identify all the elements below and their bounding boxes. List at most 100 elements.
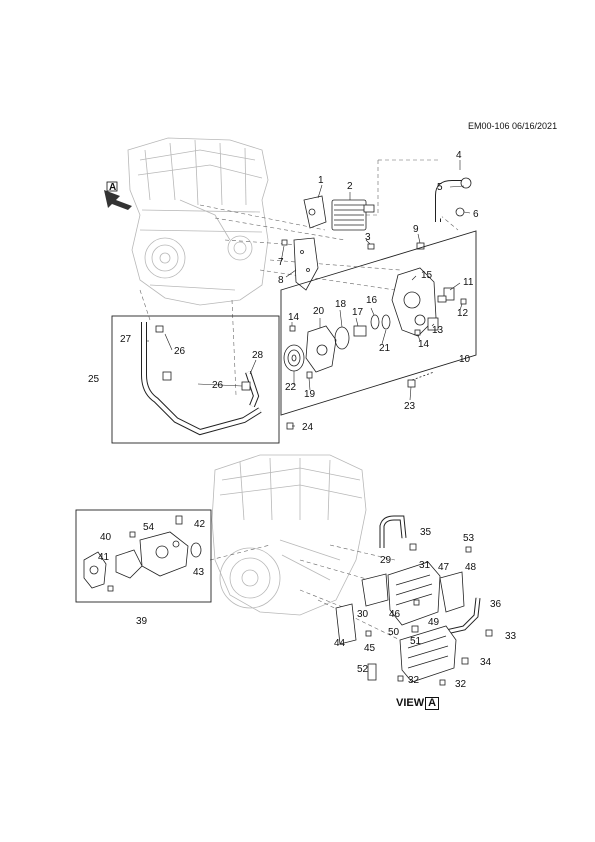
small-bolts: [365, 543, 493, 686]
callout-28: 28: [252, 350, 264, 361]
pipe-35: [379, 515, 407, 548]
callout-17: 17: [352, 307, 364, 318]
callout-43: 43: [193, 567, 205, 578]
callout-26a: 26: [174, 346, 186, 357]
clamp-26b: [241, 381, 251, 391]
callout-45: 45: [364, 643, 376, 654]
outlet-11: [437, 287, 455, 303]
bolt-7: [281, 239, 288, 246]
callout-7: 7: [278, 257, 284, 268]
hose-28: [245, 371, 260, 408]
callout-23: 23: [404, 401, 416, 412]
callout-34: 34: [480, 657, 492, 668]
callout-33: 33: [505, 631, 517, 642]
pump-body-20: [305, 325, 337, 373]
callout-29: 29: [380, 555, 392, 566]
callout-24: 24: [302, 422, 314, 433]
impeller-17: [353, 325, 367, 337]
callout-12: 12: [457, 308, 469, 319]
callout-31: 31: [419, 560, 431, 571]
gasket-40: [115, 549, 143, 579]
callout-27: 27: [120, 334, 132, 345]
group-box-10: [280, 230, 477, 416]
callout-47: 47: [438, 562, 450, 573]
bracket-47: [439, 571, 465, 613]
callout-48: 48: [465, 562, 477, 573]
callout-8: 8: [278, 275, 284, 286]
view-a-arrow: A: [104, 181, 132, 210]
gasket-18: [334, 326, 350, 350]
bolt-14a: [289, 325, 296, 332]
cooler-gasket-part: [303, 195, 327, 229]
callout-54: 54: [143, 522, 155, 533]
clamp-26a: [162, 371, 172, 381]
callout-13: 13: [432, 325, 444, 336]
callout-20: 20: [313, 306, 325, 317]
callout-46: 46: [389, 609, 401, 620]
pipe-52: [367, 663, 377, 681]
callout-39: 39: [136, 616, 148, 627]
thermostat-housing-41: [83, 551, 107, 589]
housing-body-54: [139, 531, 189, 577]
callout-35: 35: [420, 527, 432, 538]
callout-32a: 32: [408, 675, 420, 686]
lower-engine-illustration: [211, 454, 367, 616]
bracket-44: [335, 603, 357, 645]
callout-44: 44: [334, 638, 346, 649]
pulley-22: [283, 344, 305, 372]
callout-25: 25: [88, 374, 100, 385]
upper-engine-illustration: [127, 137, 269, 306]
callout-11: 11: [463, 277, 474, 288]
bracket-30: [361, 573, 389, 607]
bolt-12: [460, 298, 467, 305]
callout-16: 16: [366, 295, 378, 306]
hose-27: [141, 322, 262, 436]
bolt-3: [367, 243, 375, 250]
egr-cooler-46: [387, 561, 441, 626]
cooler-34: [399, 625, 457, 683]
callout-6: 6: [473, 209, 479, 220]
callout-9: 9: [413, 224, 419, 235]
callout-49: 49: [428, 617, 440, 628]
callout-51: 51: [410, 636, 422, 647]
callout-18: 18: [335, 299, 347, 310]
callout-14a: 14: [288, 312, 300, 323]
callout-41: 41: [98, 552, 110, 563]
document-code: EM00-106 06/16/2021: [468, 121, 558, 131]
view-letter-box: A: [425, 697, 440, 710]
clip-part: [155, 325, 164, 333]
stud-23: [407, 371, 435, 388]
callout-5: 5: [437, 182, 443, 193]
coolant-pipe-4: [435, 177, 472, 222]
callout-21: 21: [379, 343, 391, 354]
callout-52: 52: [357, 664, 369, 675]
sensor-42: [175, 515, 183, 525]
view-text: VIEW: [396, 697, 425, 709]
callout-26b: 26: [212, 380, 224, 391]
callout-3: 3: [365, 232, 371, 243]
gear-16: [370, 314, 380, 330]
seal-43: [190, 542, 202, 558]
callout-19: 19: [304, 389, 316, 400]
callout-36: 36: [490, 599, 502, 610]
group-box-39: [75, 509, 212, 603]
bolt-40: [107, 531, 136, 592]
callout-14b: 14: [418, 339, 430, 350]
callout-15: 15: [421, 270, 433, 281]
thermostat-13: [427, 317, 439, 331]
callout-2: 2: [347, 181, 353, 192]
callout-leaders: [147, 160, 471, 427]
callout-50: 50: [388, 627, 400, 638]
callout-40: 40: [100, 532, 112, 543]
callout-30: 30: [357, 609, 369, 620]
callout-10: 10: [459, 354, 471, 365]
bolt-19: [306, 371, 313, 379]
group-box-25: [111, 315, 280, 444]
callout-22: 22: [285, 382, 297, 393]
svg-text:A: A: [109, 182, 116, 193]
callout-numbers: 1 2 3 4 5 6 7 8 9 10 11 12 13 14 14 15 1…: [88, 150, 517, 690]
callout-4: 4: [456, 150, 462, 161]
housing-gasket-8: [293, 237, 319, 291]
